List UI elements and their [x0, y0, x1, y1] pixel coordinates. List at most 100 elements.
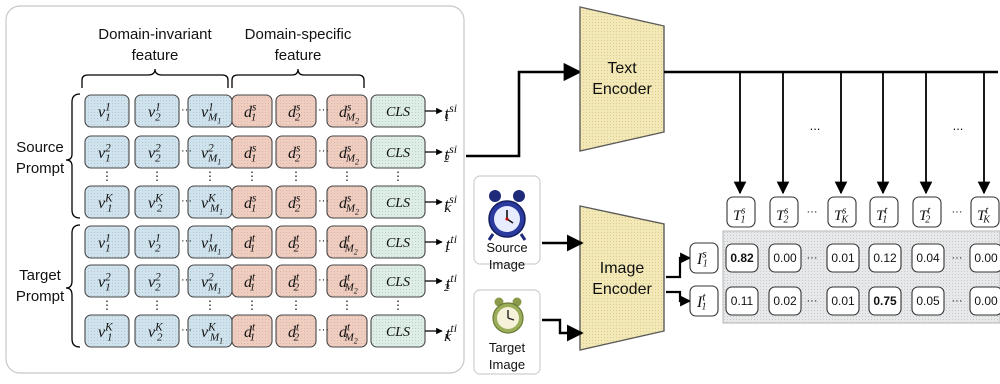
- similarity-cell: 0.01: [826, 243, 860, 273]
- source-image-label-2: Image: [489, 257, 525, 272]
- source-prompt-label: Source: [16, 139, 64, 156]
- similarity-value: 0.01: [831, 251, 855, 265]
- specific-ellipsis: ···: [318, 274, 329, 286]
- cls-token: CLS: [370, 264, 426, 298]
- specific-ellipsis: ···: [318, 195, 329, 207]
- similarity-value: 0.05: [916, 294, 940, 308]
- specific-ellipsis: ···: [318, 145, 329, 157]
- similarity-cell: 0.11: [725, 286, 759, 316]
- cls-token: CLS: [370, 225, 426, 259]
- similarity-cell: 0.82: [725, 243, 759, 273]
- similarity-value: 0.01: [831, 294, 855, 308]
- similarity-cell: 0.05: [911, 286, 945, 316]
- target-image-label: Target: [489, 340, 526, 355]
- vertical-ellipsis: ⋮: [290, 169, 302, 183]
- similarity-cell: 0.00: [768, 243, 802, 273]
- specific-ellipsis: ···: [318, 324, 329, 336]
- similarity-cell: 0.01: [826, 286, 860, 316]
- cls-token-label: CLS: [386, 146, 410, 161]
- specific-ellipsis: ···: [318, 235, 329, 247]
- similarity-value: 0.04: [916, 251, 940, 265]
- cls-token-label: CLS: [386, 325, 410, 340]
- similarity-ellipsis: ···: [952, 295, 963, 307]
- similarity-value: 0.00: [773, 251, 797, 265]
- cls-token: CLS: [370, 94, 426, 128]
- similarity-ellipsis: ···: [807, 252, 818, 264]
- similarity-cell: 0.12: [868, 243, 902, 273]
- text-feature-ellipsis-b: ···: [952, 206, 963, 218]
- similarity-ellipsis: ···: [952, 252, 963, 264]
- cls-token-label: CLS: [386, 105, 410, 120]
- vertical-ellipsis: ⋮: [204, 298, 216, 312]
- prompt-to-text-encoder-line: [466, 62, 582, 158]
- vertical-ellipsis: ⋮: [341, 298, 353, 312]
- vertical-ellipsis: ⋮: [151, 169, 163, 183]
- target-image-arrow: [542, 318, 584, 342]
- similarity-ellipsis: ···: [807, 295, 818, 307]
- target-prompt-label-2: Prompt: [16, 288, 65, 305]
- cls-token: CLS: [370, 314, 426, 348]
- encoder-to-is-arrow: [666, 252, 692, 279]
- vertical-ellipsis: ⋮: [204, 169, 216, 183]
- invariant-brace: [81, 68, 229, 88]
- vertical-ellipsis: ⋮: [290, 298, 302, 312]
- similarity-value: 0.82: [730, 251, 754, 265]
- vertical-ellipsis: ⋮: [101, 298, 113, 312]
- text-feature-ellipsis-a: ···: [807, 206, 818, 218]
- top-ellipsis-2: ...: [953, 118, 964, 133]
